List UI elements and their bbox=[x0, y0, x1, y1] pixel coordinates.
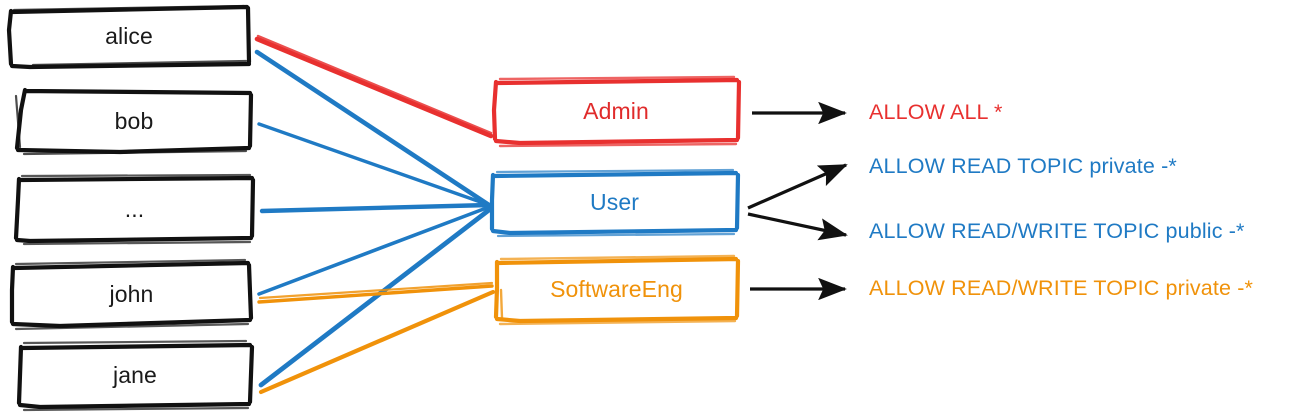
user-box-more-outline bbox=[13, 173, 256, 246]
link-alice-admin bbox=[254, 34, 494, 139]
user-box-john-outline bbox=[9, 258, 254, 331]
user-node-bob[interactable]: bob bbox=[17, 91, 251, 151]
user-node-label: jane bbox=[113, 361, 157, 388]
role-box-admin-outline bbox=[491, 75, 742, 148]
link-jane-user bbox=[258, 207, 492, 388]
arrow-user-to-permission-3 bbox=[747, 212, 848, 241]
user-box-jane-outline bbox=[16, 339, 255, 412]
link-bob-user bbox=[257, 122, 491, 207]
user-node-more[interactable]: ... bbox=[16, 179, 253, 240]
user-node-john[interactable]: john bbox=[12, 264, 251, 325]
role-node-admin[interactable]: Admin bbox=[494, 81, 738, 142]
role-box-softwareeng-outline bbox=[493, 254, 741, 326]
role-node-user[interactable]: User bbox=[492, 174, 737, 231]
user-box-bob-outline bbox=[14, 87, 254, 156]
user-box-alice-outline bbox=[6, 4, 252, 70]
link-john-user bbox=[257, 205, 491, 296]
permission-label-allow-all: ALLOW ALL * bbox=[869, 100, 1003, 124]
role-node-label: SoftwareEng bbox=[550, 276, 683, 302]
role-node-softwareeng[interactable]: SoftwareEng bbox=[496, 260, 737, 319]
user-node-label: john bbox=[109, 281, 154, 307]
permission-label-read-write-topic-public: ALLOW READ/WRITE TOPIC public -* bbox=[869, 219, 1245, 243]
permission-label-read-write-topic-private: ALLOW READ/WRITE TOPIC private -* bbox=[869, 276, 1254, 300]
user-node-jane[interactable]: jane bbox=[19, 345, 251, 405]
link-alice-user bbox=[254, 49, 492, 208]
link-jane-softwareeng bbox=[258, 289, 496, 395]
role-node-label: User bbox=[590, 189, 639, 215]
arrow-user-to-permission-2 bbox=[747, 163, 848, 210]
permission-label-read-topic-private: ALLOW READ TOPIC private -* bbox=[869, 154, 1177, 178]
user-node-alice[interactable]: alice bbox=[9, 6, 249, 67]
user-node-label: ... bbox=[124, 196, 145, 222]
user-node-label: bob bbox=[114, 107, 154, 134]
link-more-user bbox=[259, 202, 492, 214]
user-node-label: alice bbox=[105, 23, 153, 49]
role-node-label: Admin bbox=[583, 98, 649, 124]
link-john-softwareeng bbox=[257, 281, 494, 304]
role-box-user-outline bbox=[489, 168, 741, 238]
